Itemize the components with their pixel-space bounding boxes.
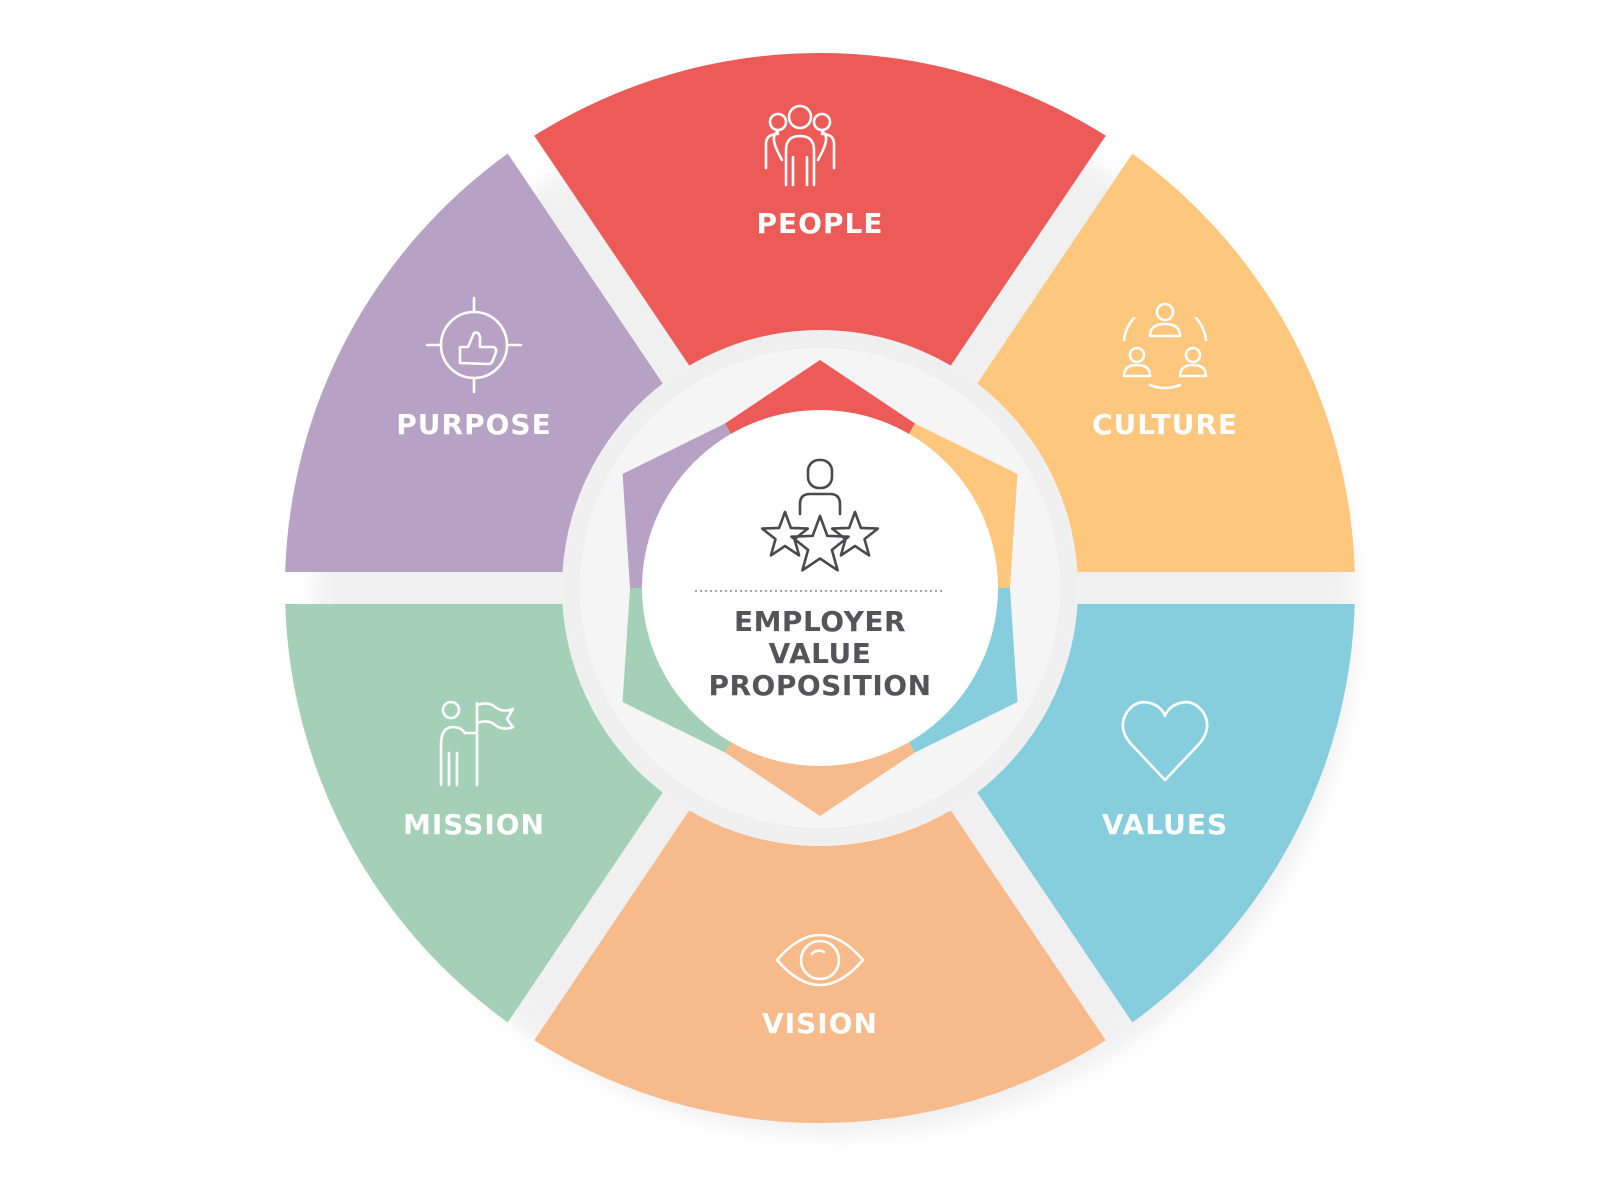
wheel-segments: [285, 53, 1355, 1123]
segment-vision-label: VISION: [762, 1007, 878, 1040]
center-line-2: VALUE: [769, 637, 872, 670]
person-three-stars-icon: [760, 458, 880, 572]
target-thumbs-up-icon: [425, 296, 523, 394]
segment-people[interactable]: [534, 53, 1106, 366]
segment-mission[interactable]: [285, 603, 663, 1023]
segment-people-label: PEOPLE: [757, 207, 884, 240]
team-circle-icon: [1122, 302, 1208, 390]
segment-culture[interactable]: [977, 153, 1355, 573]
person-flag-icon: [439, 700, 515, 787]
segment-purpose-label: PURPOSE: [396, 408, 551, 441]
heart-icon: [1121, 700, 1209, 782]
star-right: [830, 510, 880, 557]
segment-values-label: VALUES: [1102, 808, 1228, 841]
segment-vision[interactable]: [534, 810, 1106, 1123]
star-center: [790, 514, 850, 572]
people-group-icon: [764, 104, 836, 187]
eye-icon: [775, 933, 865, 987]
segment-values[interactable]: [977, 603, 1355, 1023]
segment-culture-label: CULTURE: [1092, 408, 1238, 441]
star-left: [760, 510, 810, 557]
center-disc: [642, 410, 998, 766]
segment-mission-label: MISSION: [403, 808, 545, 841]
center-line-1: EMPLOYER: [734, 605, 906, 638]
center-line-3: PROPOSITION: [708, 669, 931, 702]
